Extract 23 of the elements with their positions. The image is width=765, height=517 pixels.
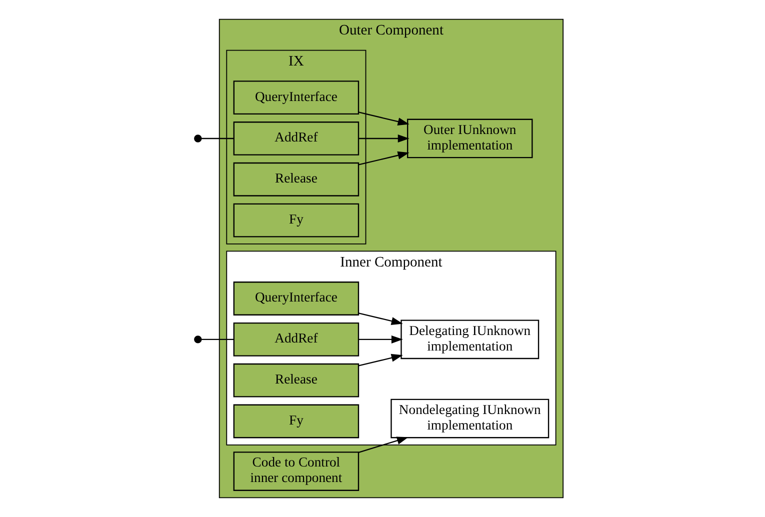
arrow: [358, 335, 403, 344]
node-box: Fy: [233, 203, 360, 238]
node-circle: [194, 134, 202, 142]
node-box: Release: [233, 363, 360, 398]
node-box: AddRef: [233, 322, 360, 356]
connector: [201, 338, 234, 340]
arrow: [358, 134, 410, 142]
node-box: Delegating IUnknown implementation: [400, 320, 540, 360]
arrow: [358, 354, 403, 366]
node-box: AddRef: [233, 122, 360, 156]
connector: [201, 138, 234, 140]
node-box: Nondelegating IUnknown implementation: [390, 398, 550, 438]
node-circle: [194, 336, 202, 344]
node-box: Outer IUnknown implementation: [407, 118, 533, 158]
node-box: QueryInterface: [233, 282, 360, 316]
arrow: [358, 151, 410, 166]
node-box: Fy: [233, 404, 360, 438]
node-box: Code to Control inner component: [233, 452, 360, 491]
arrow: [358, 436, 408, 453]
node-box: Release: [233, 162, 360, 196]
node-box: QueryInterface: [233, 80, 360, 114]
arrow: [358, 112, 410, 126]
arrow: [358, 312, 403, 325]
